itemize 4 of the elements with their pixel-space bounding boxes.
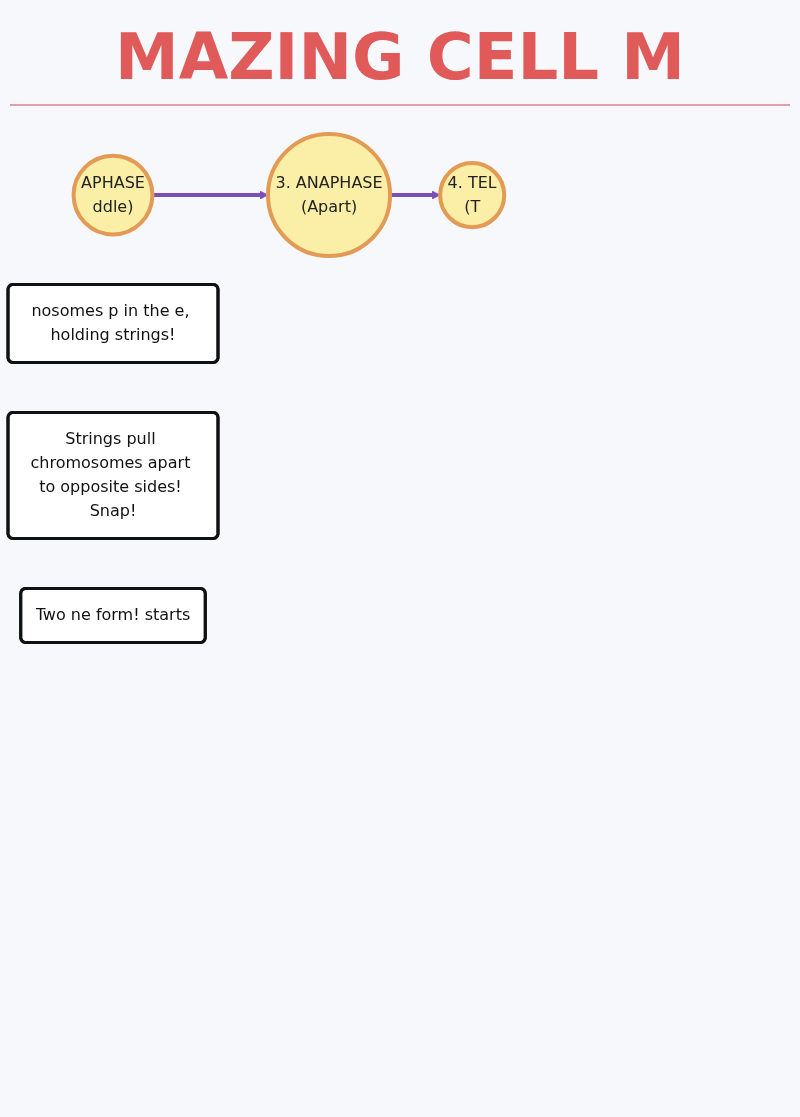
- node-circle: APHASE ddle): [71, 153, 155, 237]
- node-circle: 3. ANAPHASE (Apart): [266, 132, 393, 259]
- poster-title: MAZING CELL M: [10, 0, 790, 106]
- node-circle: 4. TEL (T: [438, 161, 507, 230]
